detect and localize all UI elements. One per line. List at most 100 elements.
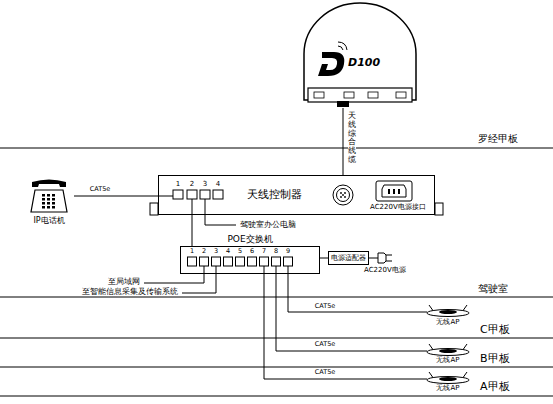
port-number: 6 — [250, 248, 254, 255]
deck-name: C甲板 — [480, 324, 510, 337]
ip-phone-drawing — [31, 180, 67, 213]
base-foot — [314, 92, 324, 98]
rj45-port — [248, 257, 257, 266]
port-number: 4 — [226, 248, 230, 255]
phone-key — [52, 206, 55, 209]
port-number: 4 — [216, 180, 220, 188]
plug-prong — [386, 255, 392, 256]
wireless-ap-icon — [424, 305, 472, 317]
node-text: 天线控制器 — [247, 189, 302, 202]
power-adapter: 电源适配器 — [328, 251, 369, 265]
ap-body — [427, 377, 469, 384]
connector-label: AC220V电源接口 — [370, 203, 426, 211]
node-text: POE交换机 — [227, 234, 272, 244]
node-text: 无线AP — [436, 384, 459, 392]
controller-wires — [158, 196, 236, 225]
port-number: 3 — [214, 248, 218, 255]
radome-base — [308, 88, 412, 102]
controller-details — [150, 181, 443, 215]
wireless-ap-drawing — [427, 305, 469, 317]
port-number: 9 — [286, 248, 290, 255]
connector-pin — [340, 192, 342, 194]
port-number: 7 — [262, 248, 266, 255]
antenna-dome-icon — [298, 2, 422, 108]
cable-label: 天线综合线缆 — [348, 112, 356, 165]
leader-line — [182, 266, 216, 293]
port-number: 2 — [202, 248, 206, 255]
cable-connector — [343, 108, 344, 175]
inlet-pin — [398, 189, 400, 194]
port-number: 2 — [190, 180, 194, 188]
rj45-port — [200, 257, 209, 266]
wireless-ap: 无线AP — [424, 305, 472, 327]
port-number: 8 — [274, 248, 278, 255]
phone-key — [42, 202, 45, 205]
mounting-flange — [435, 203, 443, 215]
rj45-port — [236, 257, 245, 266]
ac-inlet — [382, 185, 406, 197]
rj45-port — [284, 257, 293, 266]
antenna-dome: D100 — [298, 2, 422, 108]
cable-connector — [74, 196, 158, 197]
connector-pin — [340, 196, 342, 198]
wireless-ap-icon — [424, 372, 472, 384]
destination-label: 至局域网 — [108, 277, 140, 286]
deck-name: 罗经甲板 — [478, 133, 518, 145]
connector-pin — [342, 194, 344, 196]
brand-logo — [338, 42, 347, 50]
destination-label: 驾驶室办公电脑 — [240, 220, 296, 229]
wire — [264, 266, 265, 274]
wireless-ap-drawing — [427, 344, 469, 356]
deck-line — [0, 367, 553, 368]
antenna-connector — [333, 185, 353, 205]
base-foot — [396, 92, 406, 98]
base-foot — [368, 92, 378, 98]
node-text: 无线AP — [436, 318, 459, 326]
deck-name: B甲板 — [480, 353, 510, 366]
cable-connector — [288, 274, 427, 312]
deck-lines — [0, 148, 553, 396]
power-label: AC220V电源 — [364, 266, 406, 274]
node-text: 无线AP — [436, 356, 459, 364]
antenna-dome-drawing — [304, 3, 416, 107]
phone-key — [47, 206, 50, 209]
phone-key — [47, 194, 50, 197]
phone-key — [42, 206, 45, 209]
destination-label: 至智能信息采集及传输系统 — [82, 287, 178, 296]
plug-prong — [386, 261, 392, 262]
connector-pin — [344, 192, 346, 194]
wire — [192, 199, 193, 215]
cable-connector — [320, 258, 328, 259]
port-number: 3 — [203, 180, 207, 188]
cable-label: CAT5e — [314, 341, 337, 348]
inlet-pin — [388, 189, 390, 194]
wireless-ap-drawing — [427, 372, 469, 384]
mounting-flange — [150, 203, 158, 215]
connector-pins — [340, 189, 400, 198]
deck-name: A甲板 — [480, 381, 510, 394]
phone-key — [52, 194, 55, 197]
rj45-port — [200, 190, 210, 199]
cable-connector — [264, 274, 427, 379]
port-number: 5 — [238, 248, 242, 255]
ap-body — [439, 310, 457, 314]
wireless-ap: 无线AP — [424, 344, 472, 365]
cable-label: CAT5e — [89, 186, 112, 193]
deck-line — [0, 396, 553, 397]
inlet-pin — [393, 189, 395, 194]
ap-body — [439, 349, 457, 353]
ip-phone-icon — [29, 178, 69, 213]
power-plug — [378, 253, 386, 263]
port-number: 1 — [190, 248, 194, 255]
node-text: IP电话机 — [33, 216, 64, 225]
phone-body — [31, 190, 67, 212]
connector-layer — [74, 108, 427, 379]
rj45-port — [173, 190, 183, 199]
brand-logo — [318, 52, 344, 76]
ap-body — [427, 349, 469, 356]
rj45-port — [212, 257, 221, 266]
rj45-port — [213, 190, 223, 199]
rj45-port — [260, 257, 269, 266]
leader-line — [144, 266, 204, 283]
